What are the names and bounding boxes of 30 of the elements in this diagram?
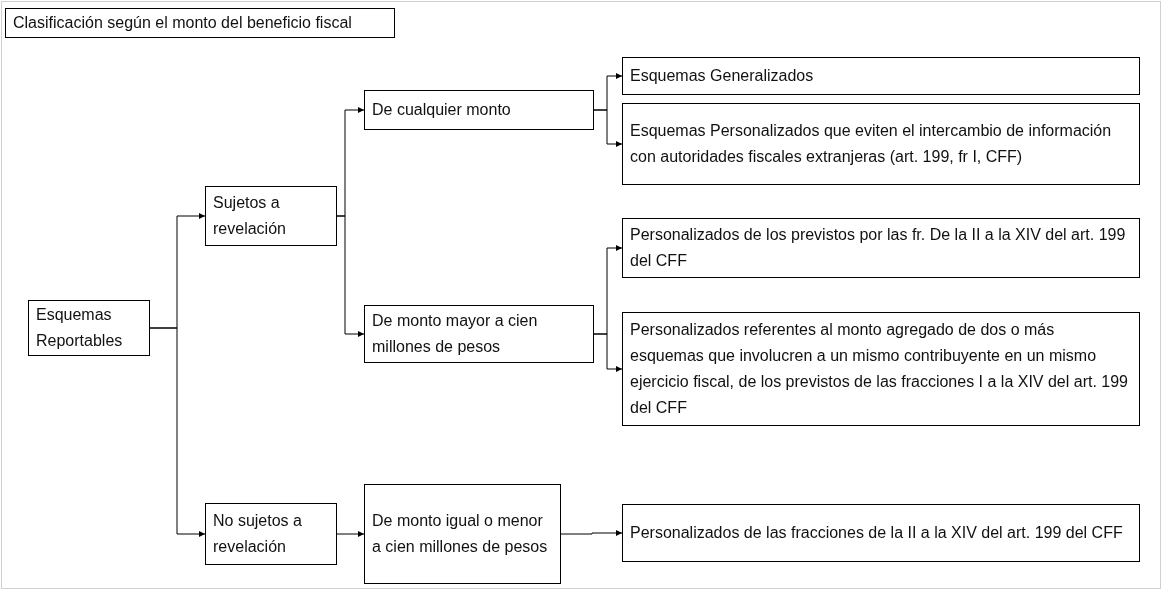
process-box xyxy=(622,103,1140,185)
process-box xyxy=(622,218,1140,278)
node-text: De monto igual o menor a cien millones de pesos xyxy=(372,511,549,557)
process-box xyxy=(205,186,337,246)
arrow xyxy=(149,327,206,537)
process-box xyxy=(364,90,594,130)
node-text: De monto mayor a cien millones de pesos xyxy=(372,311,539,357)
node-text: Esquemas Reportables xyxy=(36,305,124,351)
node-text: No sujetos a revelación xyxy=(213,511,303,557)
process-box xyxy=(622,57,1140,95)
node-text: De cualquier monto xyxy=(372,100,511,120)
arrow xyxy=(336,215,365,337)
arrow xyxy=(593,333,623,372)
process-box xyxy=(364,305,594,363)
node-text: Esquemas Generalizados xyxy=(630,66,814,86)
process-box xyxy=(364,484,561,584)
process-box xyxy=(622,504,1140,562)
process-box xyxy=(622,312,1140,426)
node-text: Sujetos a revelación xyxy=(213,193,287,239)
node-text: Personalizados referentes al monto agregado de dos o más esquemas que involucren a un mismo contribuyente en un mismo ejercicio fiscal, de los previstos de las fracciones I a la XIV del art. 199 del CFF xyxy=(630,320,1129,418)
node-text: Personalizados de las fracciones de la II a la XIV del art. 199 del CFF xyxy=(630,523,1123,543)
title-box xyxy=(5,8,395,38)
node-text: Esquemas Personalizados que eviten el intercambio de información con autoridades fiscales extranjeras (art. 199, fr I, CFF) xyxy=(630,121,1113,167)
arrow xyxy=(336,531,365,537)
arrow xyxy=(593,109,623,147)
arrow xyxy=(560,530,623,536)
process-box xyxy=(205,503,337,565)
node-text: Personalizados de los previstos por las fr. De la II a la XIV del art. 199 del CFF xyxy=(630,225,1127,271)
process-box xyxy=(28,300,150,356)
node-text: Clasificación según el monto del beneficio fiscal xyxy=(13,13,352,33)
